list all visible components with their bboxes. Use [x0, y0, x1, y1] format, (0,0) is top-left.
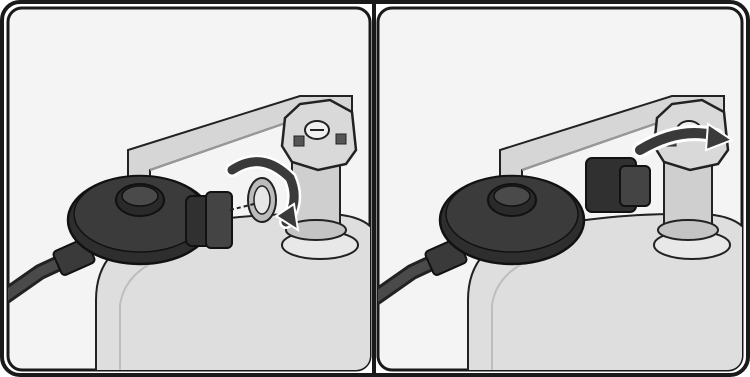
attached-coupling	[586, 158, 650, 212]
panel-left	[0, 8, 380, 377]
coupling-nut	[186, 192, 232, 248]
panel-right	[372, 8, 750, 377]
valve-inlet	[248, 178, 276, 222]
